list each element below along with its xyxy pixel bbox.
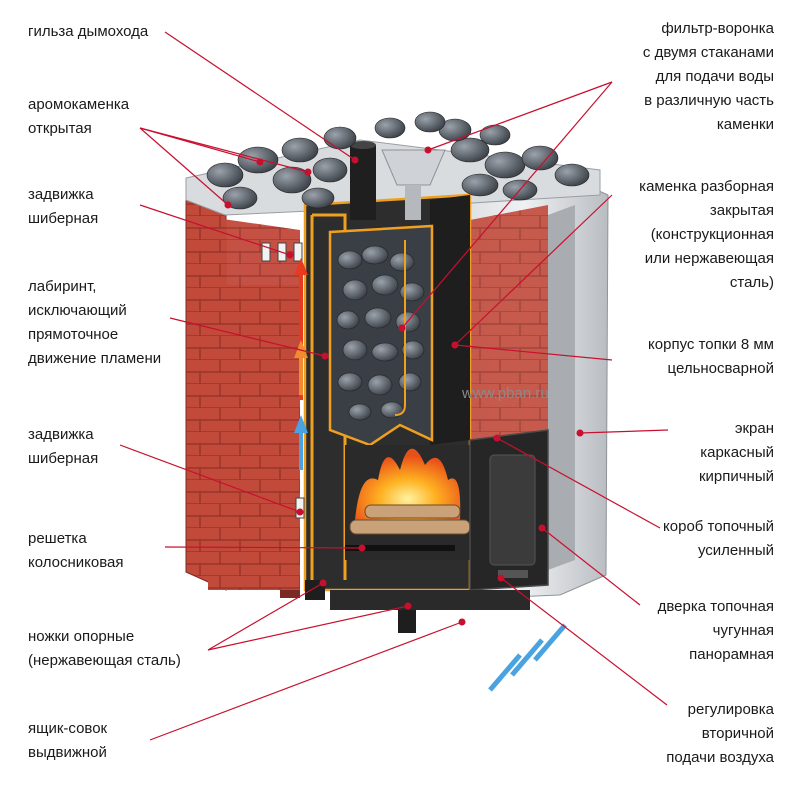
label-damper-top: задвижка шиберная (28, 186, 99, 227)
open-heater-stones (206, 111, 590, 210)
label-firebox-door: дверка топочная чугунная панорамная (657, 598, 774, 663)
label-closed-heater: каменка разборная закрытая (конструкцион… (639, 178, 774, 291)
label-legs: ножки опорные (нержавеющая сталь) (28, 628, 181, 669)
leader-dots (224, 146, 584, 626)
label-ash-drawer: ящик-совок выдвижной (28, 720, 108, 761)
label-chimney-sleeve: гильза дымохода (28, 23, 149, 40)
label-filter-funnel: фильтр-воронка с двумя стаканами для под… (642, 20, 774, 133)
label-grate: решетка колосниковая (28, 530, 124, 571)
label-screen: экран каркасный кирпичный (698, 420, 774, 485)
firebox-door (469, 429, 549, 591)
closed-heater (328, 224, 434, 447)
label-open-heater: аромокаменка открытая (28, 96, 130, 137)
fire-chamber (345, 445, 471, 560)
label-firebox-body: корпус топки 8 мм цельносварной (648, 336, 774, 377)
label-air-regulation: регулировка вторичной подачи воздуха (666, 701, 774, 766)
watermark: www.pban.ru (462, 385, 549, 402)
brick-wall-left (185, 199, 300, 598)
chimney-sleeve (350, 141, 376, 220)
leader-lines (119, 31, 669, 741)
flow-arrows (294, 258, 567, 692)
filter-funnel (381, 149, 446, 220)
legs-and-drawer (305, 580, 530, 633)
label-firebox-box: короб топочный усиленный (663, 518, 774, 559)
label-damper-bottom: задвижка шиберная (28, 426, 99, 467)
label-labyrinth: лабиринт, исключающий прямоточное движен… (28, 278, 162, 367)
